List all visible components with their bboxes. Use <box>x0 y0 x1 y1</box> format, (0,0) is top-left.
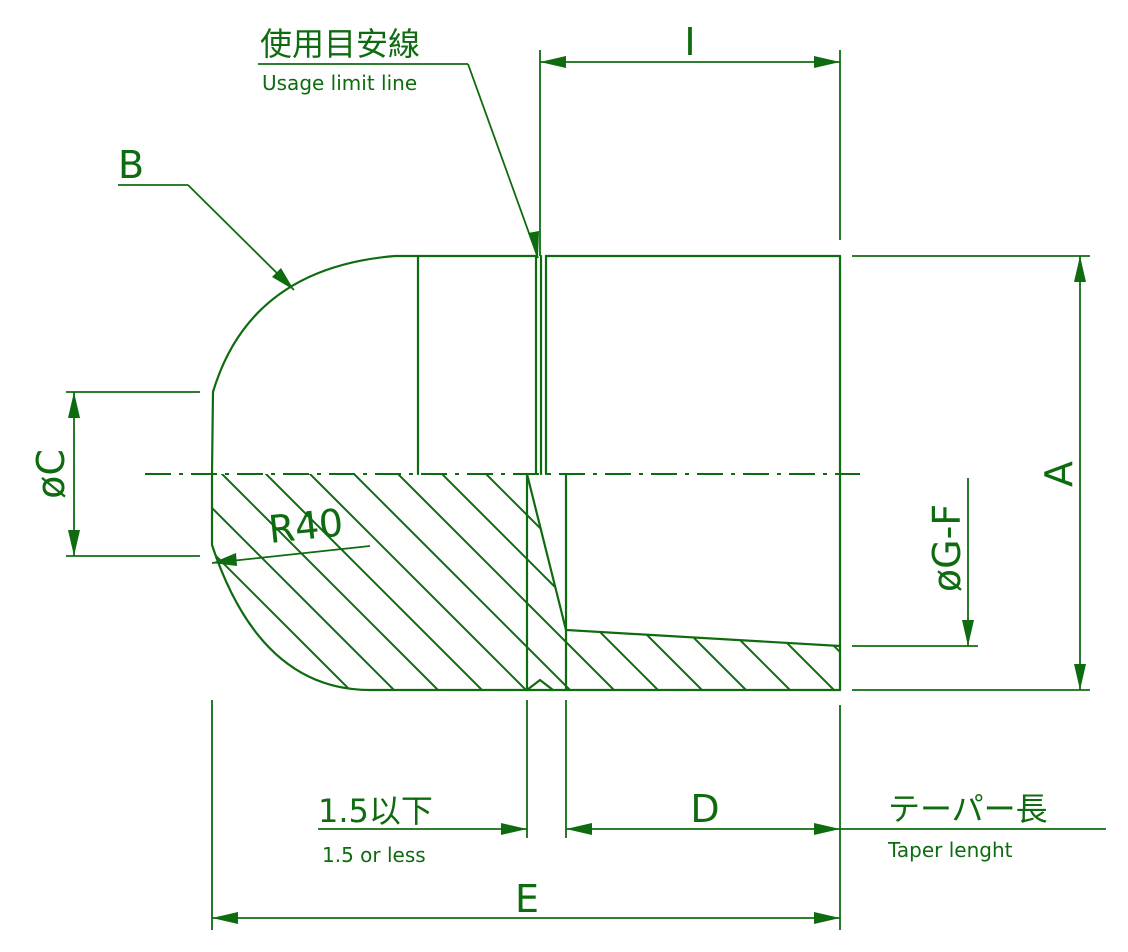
taper-en-label: Taper lenght <box>887 838 1013 862</box>
usage-limit-leader: 使用目安線 Usage limit line <box>258 25 539 259</box>
hatch-line <box>647 474 840 690</box>
radius-r40: R40 <box>211 500 371 566</box>
hatch-line <box>339 474 601 690</box>
dimension-1-5-or-less: 1.5以下 1.5 or less <box>318 700 592 867</box>
hatch-line <box>603 474 840 690</box>
hatch-line <box>779 474 840 690</box>
dimension-b: B <box>118 143 295 291</box>
hatch-line <box>383 474 645 690</box>
hatch-line <box>691 474 840 690</box>
dimension-d: D <box>566 705 841 930</box>
dim-c-label: øC <box>29 449 73 499</box>
dimension-g-f: øG-F <box>852 478 978 647</box>
hatch-line <box>251 474 513 690</box>
taper-jp-label: テーパー長 <box>888 790 1048 828</box>
hatch-line <box>471 474 733 690</box>
body-outline <box>210 254 842 692</box>
dim-gf-label: øG-F <box>925 504 969 592</box>
hatch-line <box>212 474 381 690</box>
dim-i-label: I <box>684 20 695 64</box>
dim-a-label: A <box>1037 461 1081 487</box>
hatch-line <box>212 474 425 690</box>
radius-label: R40 <box>266 500 345 552</box>
hatch-line <box>295 474 557 690</box>
usage-limit-jp-label: 使用目安線 <box>260 25 420 63</box>
less-en-label: 1.5 or less <box>322 843 426 867</box>
hatch-line <box>0 460 160 720</box>
dim-b-label: B <box>118 143 144 187</box>
dimension-c: øC <box>29 391 200 557</box>
dimension-i: I <box>539 20 841 256</box>
taper-length: テーパー長 Taper lenght <box>840 790 1106 862</box>
dimension-e: E <box>211 700 840 930</box>
hatch-line <box>427 474 689 690</box>
hatch-line <box>559 474 821 690</box>
dim-d-label: D <box>690 787 719 831</box>
dim-e-label: E <box>515 877 539 921</box>
hatch-line <box>212 474 469 690</box>
less-jp-label: 1.5以下 <box>318 792 433 830</box>
usage-limit-en-label: Usage limit line <box>262 71 417 95</box>
dimension-a: A <box>852 255 1090 691</box>
hatch-line <box>212 474 337 690</box>
